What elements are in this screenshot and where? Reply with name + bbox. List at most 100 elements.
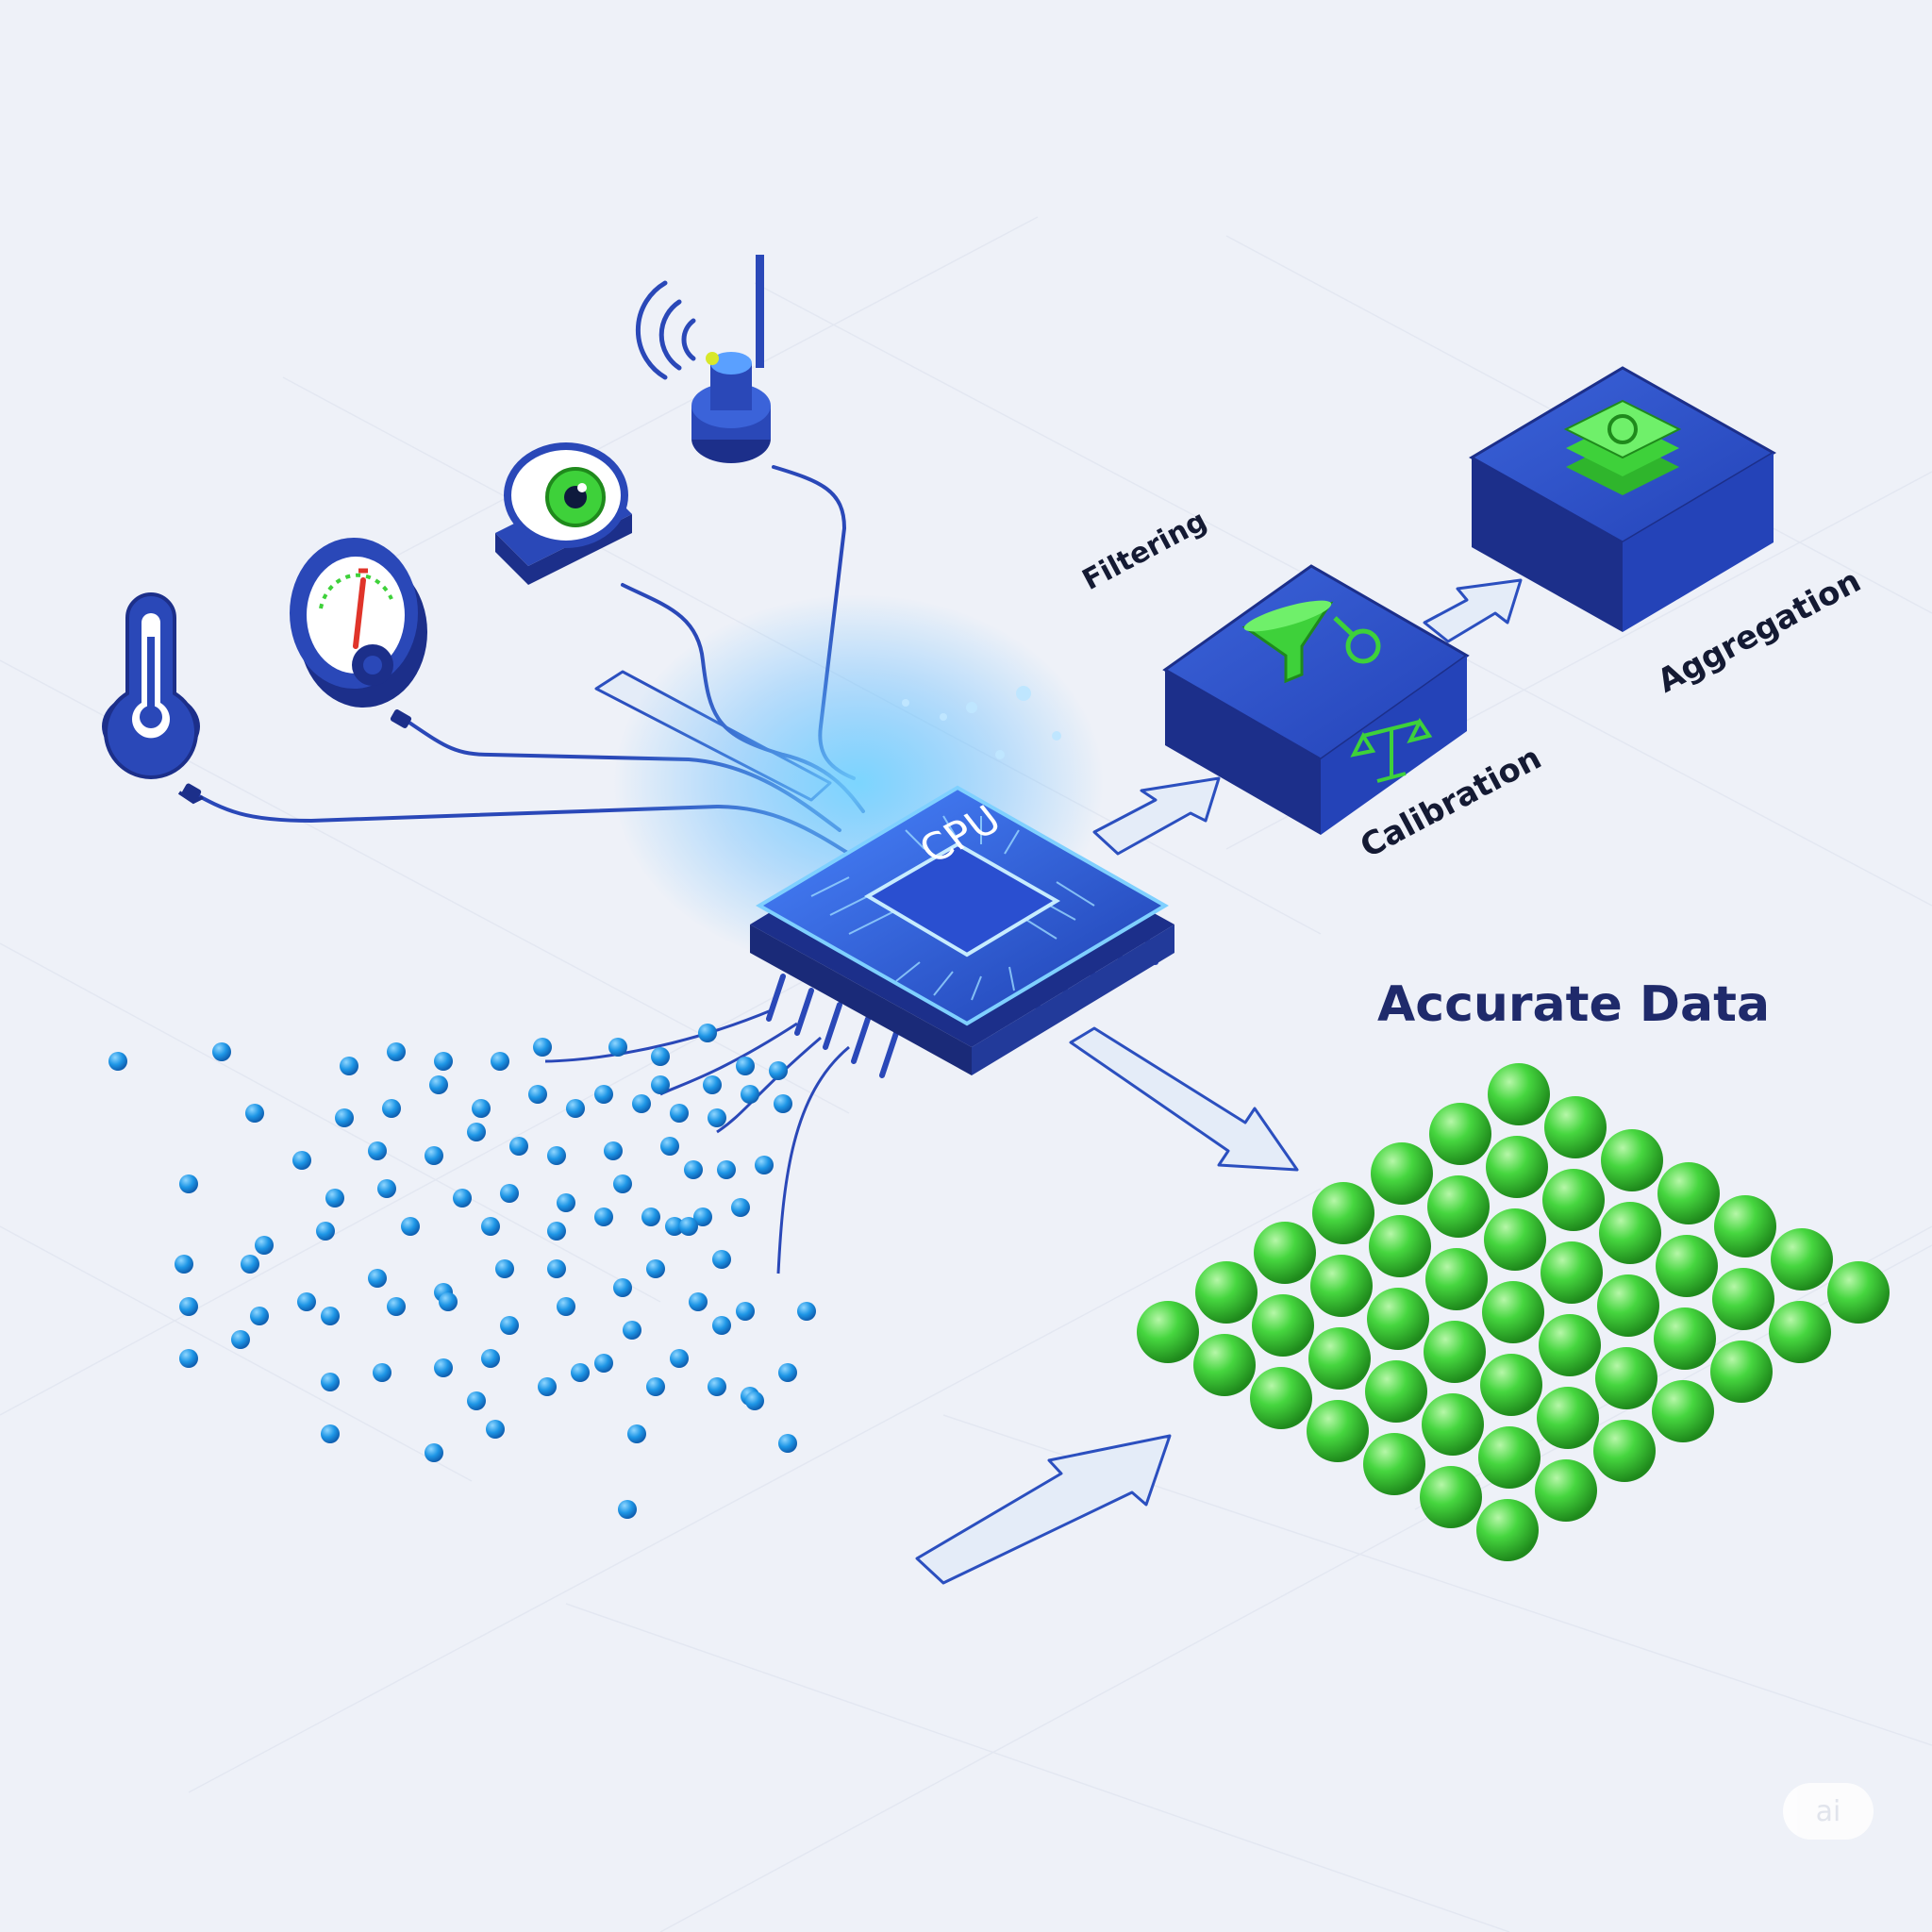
- arrow-to-filtering: [1092, 776, 1221, 856]
- raw-data-dot: [698, 1024, 717, 1042]
- raw-data-dot: [665, 1217, 684, 1236]
- raw-data-dot: [538, 1377, 557, 1396]
- raw-data-dot: [429, 1075, 448, 1094]
- raw-data-dot: [500, 1316, 519, 1335]
- raw-data-dot: [608, 1038, 627, 1057]
- accurate-data-sphere: [1308, 1327, 1371, 1390]
- ai-watermark: ai: [1783, 1783, 1874, 1840]
- raw-data-dot: [325, 1189, 344, 1208]
- raw-data-dot: [486, 1420, 505, 1439]
- raw-data-dot: [646, 1377, 665, 1396]
- arrow-to-aggregation: [1423, 578, 1523, 643]
- raw-data-dot: [741, 1085, 759, 1104]
- accurate-data-sphere: [1363, 1433, 1425, 1495]
- raw-data-dot: [533, 1038, 552, 1057]
- raw-data-dot: [231, 1330, 250, 1349]
- raw-data-dot: [528, 1085, 547, 1104]
- raw-data-dot: [547, 1222, 566, 1241]
- raw-data-dot: [712, 1250, 731, 1269]
- raw-data-dot: [179, 1349, 198, 1368]
- accurate-data-sphere: [1422, 1393, 1484, 1456]
- accurate-data-sphere: [1599, 1202, 1661, 1264]
- raw-data-dot: [731, 1198, 750, 1217]
- funnel-icon: [1241, 600, 1381, 684]
- raw-data-dot: [594, 1208, 613, 1226]
- accurate-data-sphere: [1652, 1380, 1714, 1442]
- accurate-data-sphere: [1595, 1347, 1657, 1409]
- database-stack-icon: [1563, 399, 1682, 495]
- raw-data-dot: [670, 1349, 689, 1368]
- raw-data-dot: [547, 1146, 566, 1165]
- accurate-data-sphere: [1425, 1248, 1488, 1310]
- raw-data-dot: [557, 1297, 575, 1316]
- raw-data-dot: [641, 1208, 660, 1226]
- raw-data-dot: [335, 1108, 354, 1127]
- raw-data-dot: [736, 1302, 755, 1321]
- raw-data-dot: [745, 1391, 764, 1410]
- accurate-data-sphere: [1537, 1387, 1599, 1449]
- raw-data-dot: [321, 1424, 340, 1443]
- raw-data-dot: [373, 1363, 391, 1382]
- raw-data-dot: [241, 1255, 259, 1274]
- accurate-data-sphere: [1307, 1400, 1369, 1462]
- raw-data-dot: [797, 1302, 816, 1321]
- raw-data-dot: [547, 1259, 566, 1278]
- accurate-data-sphere: [1657, 1162, 1720, 1224]
- aggregation-box: [1469, 366, 1776, 632]
- raw-data-dot: [613, 1278, 632, 1297]
- accurate-data-grid: [1137, 1063, 1890, 1561]
- raw-data-dot: [387, 1042, 406, 1061]
- accurate-data-sphere: [1593, 1420, 1656, 1482]
- raw-data-dot: [627, 1424, 646, 1443]
- raw-data-dot: [594, 1354, 613, 1373]
- accurate-data-sphere: [1544, 1096, 1607, 1158]
- accurate-data-sphere: [1137, 1301, 1199, 1363]
- raw-data-dot: [679, 1217, 698, 1236]
- raw-data-dot: [467, 1123, 486, 1141]
- cpu-output-wires: [544, 1008, 850, 1274]
- raw-data-dot: [594, 1085, 613, 1104]
- raw-data-dot: [618, 1500, 637, 1519]
- raw-data-dot: [703, 1075, 722, 1094]
- scale-icon: [1350, 718, 1433, 783]
- raw-data-dot: [175, 1255, 193, 1274]
- accurate-data-sphere: [1480, 1354, 1542, 1416]
- accurate-data-sphere: [1539, 1314, 1601, 1376]
- raw-data-dot: [604, 1141, 623, 1160]
- accurate-data-sphere: [1710, 1341, 1773, 1403]
- raw-data-dot: [467, 1391, 486, 1410]
- raw-data-dot: [566, 1099, 585, 1118]
- accurate-data-sphere: [1476, 1499, 1539, 1561]
- raw-data-dot: [368, 1141, 387, 1160]
- raw-data-dot: [778, 1434, 797, 1453]
- raw-data-dot: [495, 1259, 514, 1278]
- raw-data-dot: [769, 1061, 788, 1080]
- raw-data-dot: [368, 1269, 387, 1288]
- raw-data-dot: [778, 1363, 797, 1382]
- accurate-data-sphere: [1429, 1103, 1491, 1165]
- raw-data-dot: [340, 1057, 358, 1075]
- raw-data-dot: [646, 1259, 665, 1278]
- accurate-data-sphere: [1365, 1360, 1427, 1423]
- label-accurate-data: Accurate Data: [1377, 976, 1771, 1033]
- accurate-data-sphere: [1254, 1222, 1316, 1284]
- raw-data-dot: [321, 1373, 340, 1391]
- raw-data-dot: [736, 1057, 755, 1075]
- accurate-data-sphere: [1542, 1169, 1605, 1231]
- accurate-data-sphere: [1827, 1261, 1890, 1324]
- accurate-data-sphere: [1601, 1129, 1663, 1191]
- accurate-data-sphere: [1367, 1288, 1429, 1350]
- raw-data-dot: [500, 1184, 519, 1203]
- raw-data-dot: [434, 1358, 453, 1377]
- accurate-data-sphere: [1771, 1228, 1833, 1291]
- raw-data-dot: [245, 1104, 264, 1123]
- raw-data-dot: [401, 1217, 420, 1236]
- raw-data-dot: [292, 1151, 311, 1170]
- raw-data-dot: [377, 1179, 396, 1198]
- raw-data-dot: [708, 1377, 726, 1396]
- accurate-data-sphere: [1714, 1195, 1776, 1257]
- accurate-data-sphere: [1482, 1281, 1544, 1343]
- accurate-data-sphere: [1541, 1241, 1603, 1304]
- accurate-data-sphere: [1195, 1261, 1257, 1324]
